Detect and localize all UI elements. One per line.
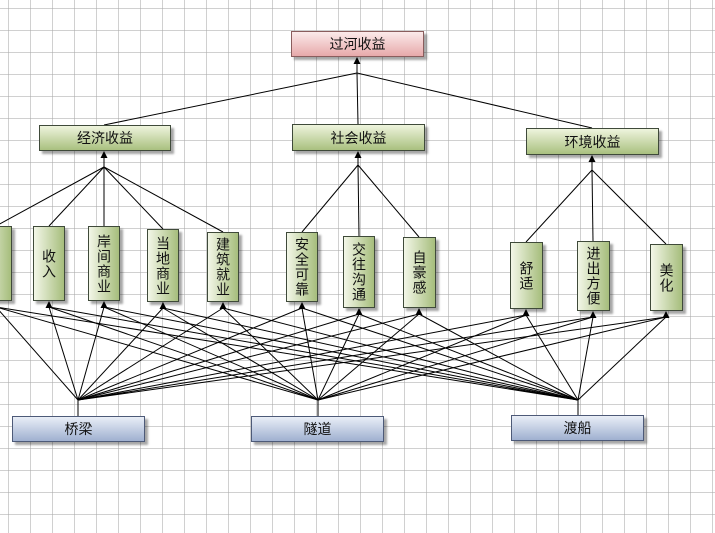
connector-line bbox=[0, 166, 105, 225]
connector-line bbox=[77, 307, 224, 401]
connector-line bbox=[48, 306, 319, 401]
indicator-node-local-commerce[interactable]: 当地商业 bbox=[147, 229, 179, 302]
indicator-label: 安全可靠 bbox=[294, 237, 310, 297]
indicator-node-income[interactable]: 收入 bbox=[33, 226, 65, 301]
criterion-node-economic[interactable]: 经济收益 bbox=[39, 125, 171, 151]
connector-line bbox=[317, 313, 360, 401]
alternative-node-bridge[interactable]: 桥梁 bbox=[12, 416, 145, 442]
connector-line bbox=[77, 306, 105, 401]
connector-line bbox=[317, 314, 527, 401]
connector-line bbox=[317, 313, 420, 401]
criterion-node-environmental[interactable]: 环境收益 bbox=[526, 128, 659, 155]
indicator-node-construction-jobs[interactable]: 建筑就业 bbox=[207, 232, 239, 302]
indicator-label: 交往沟通 bbox=[351, 242, 367, 302]
connector-line bbox=[77, 316, 667, 401]
connector-line bbox=[591, 169, 667, 245]
alternative-node-tunnel[interactable]: 隧道 bbox=[251, 416, 384, 442]
arrowhead bbox=[353, 57, 361, 64]
connector-line bbox=[525, 314, 579, 401]
arrowhead bbox=[354, 151, 362, 158]
connector-line bbox=[103, 72, 358, 126]
alternative-label: 桥梁 bbox=[64, 421, 93, 437]
alternative-label: 隧道 bbox=[303, 421, 332, 437]
connector-line bbox=[577, 316, 667, 401]
connector-line bbox=[301, 307, 579, 401]
connector-line bbox=[103, 166, 224, 233]
connector-line bbox=[77, 307, 303, 401]
connector-line bbox=[356, 72, 593, 129]
indicator-node-pride[interactable]: 自豪感 bbox=[403, 237, 436, 308]
indicator-label: 当地商业 bbox=[155, 235, 171, 296]
connector-line bbox=[222, 307, 579, 401]
connector-line bbox=[357, 164, 360, 237]
arrowhead bbox=[298, 302, 306, 309]
connector-line bbox=[317, 316, 667, 401]
connector-line bbox=[48, 306, 79, 401]
indicator-node-beautification[interactable]: 美化 bbox=[650, 244, 683, 311]
arrowhead bbox=[662, 311, 670, 318]
arrowhead bbox=[45, 301, 53, 308]
indicator-node-comfort[interactable]: 舒适 bbox=[510, 242, 543, 309]
connector-line bbox=[0, 307, 319, 401]
connector-line bbox=[48, 306, 579, 401]
indicator-label: 舒适 bbox=[518, 260, 535, 291]
indicator-label: 进出方便 bbox=[585, 246, 602, 306]
connector-line bbox=[162, 307, 579, 401]
goal-label: 过河收益 bbox=[329, 36, 386, 52]
criterion-label: 经济收益 bbox=[77, 130, 133, 146]
connector-line bbox=[48, 166, 105, 227]
indicator-node-safety[interactable]: 安全可靠 bbox=[286, 232, 318, 302]
connector-line bbox=[301, 164, 359, 233]
connector-line bbox=[77, 314, 527, 401]
arrowhead bbox=[589, 311, 597, 318]
indicator-label: 美化 bbox=[658, 262, 675, 293]
indicator-node-communication[interactable]: 交往沟通 bbox=[343, 236, 375, 308]
goal-node[interactable]: 过河收益 bbox=[291, 31, 424, 57]
connector-line bbox=[77, 316, 594, 401]
indicator-label: 自豪感 bbox=[411, 250, 428, 295]
connector-line bbox=[103, 166, 164, 230]
arrowhead bbox=[159, 302, 167, 309]
connector-line bbox=[591, 169, 594, 242]
indicator-node-partial[interactable] bbox=[0, 226, 12, 301]
arrowhead bbox=[355, 308, 363, 315]
alternative-node-ferry[interactable]: 渡船 bbox=[511, 415, 644, 441]
criterion-node-social[interactable]: 社会收益 bbox=[292, 124, 425, 151]
indicator-label: 收入 bbox=[41, 248, 57, 279]
indicator-node-cross-river-commerce[interactable]: 岸间商业 bbox=[88, 226, 120, 301]
connector-line bbox=[77, 307, 164, 401]
arrowhead bbox=[415, 308, 423, 315]
connector-line bbox=[222, 307, 319, 401]
indicator-label: 建筑就业 bbox=[215, 237, 231, 297]
connector-line bbox=[103, 306, 579, 401]
criterion-label: 环境收益 bbox=[564, 133, 621, 150]
connector-line bbox=[525, 169, 593, 243]
connector-line bbox=[0, 307, 579, 401]
arrowhead bbox=[100, 301, 108, 308]
connector-line bbox=[0, 310, 79, 401]
connector-line bbox=[577, 316, 594, 401]
connector-line bbox=[317, 316, 594, 401]
connector-line bbox=[357, 164, 420, 238]
indicator-node-easy-access[interactable]: 进出方便 bbox=[577, 241, 610, 311]
arrowhead bbox=[588, 155, 596, 162]
arrowhead bbox=[522, 309, 530, 316]
arrowhead bbox=[100, 151, 108, 158]
connector-line bbox=[301, 307, 319, 401]
connector-line bbox=[418, 313, 579, 401]
arrowhead bbox=[219, 302, 227, 309]
alternative-label: 渡船 bbox=[563, 420, 592, 436]
criterion-label: 社会收益 bbox=[330, 129, 387, 146]
connector-line bbox=[358, 313, 579, 401]
connector-line bbox=[356, 72, 359, 125]
indicator-label: 岸间商业 bbox=[96, 233, 112, 294]
